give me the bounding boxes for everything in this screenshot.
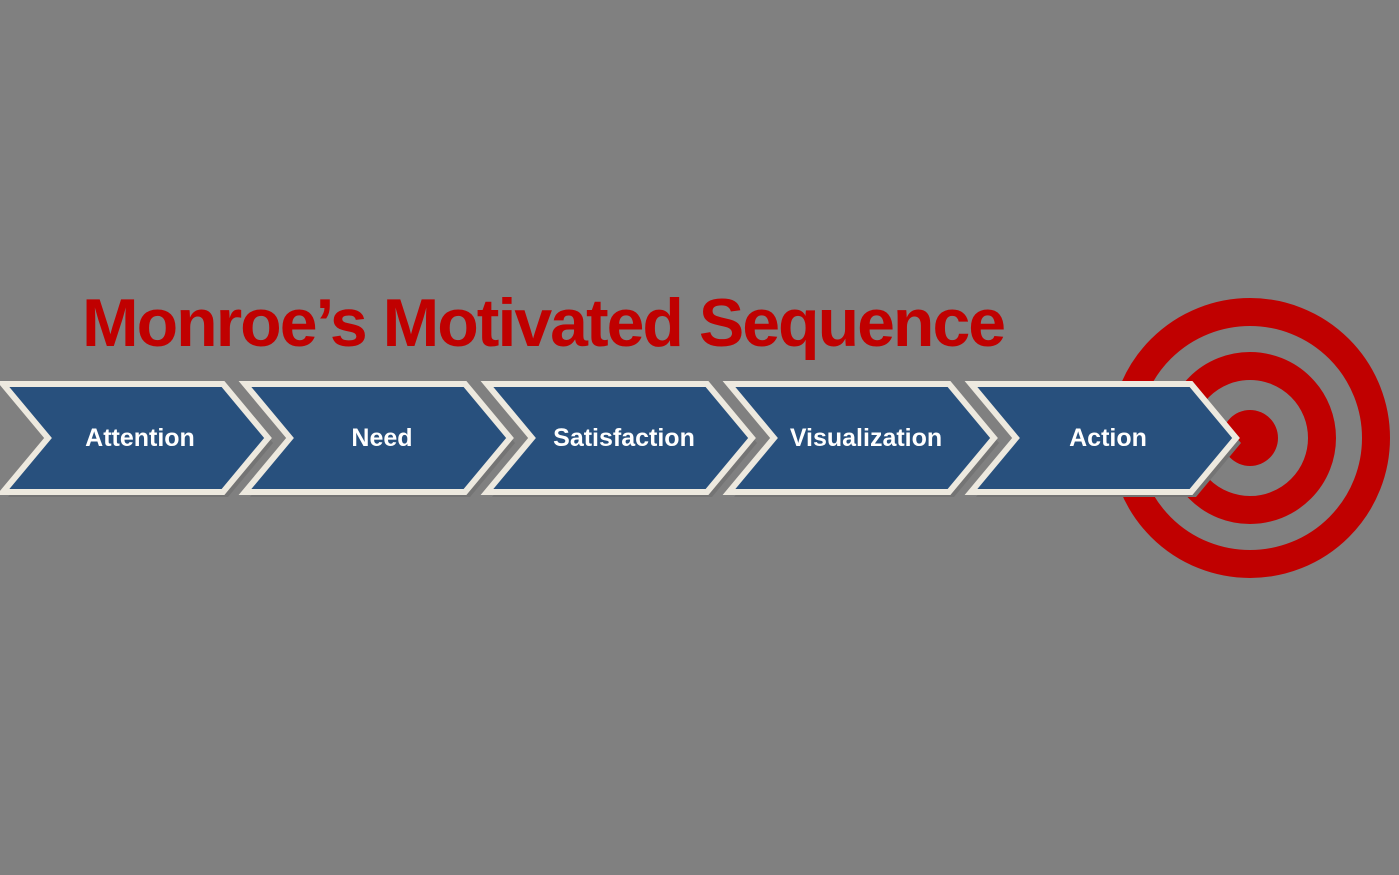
bullseye-center-dot: [1222, 410, 1278, 466]
step-chevron-visualization: [722, 381, 998, 495]
step-chevron-action: [964, 381, 1240, 495]
step-chevron-satisfaction: [480, 381, 756, 495]
slide-title: Monroe’s Motivated Sequence: [82, 285, 1006, 361]
step-chevron-need: [238, 381, 514, 495]
chevron-arrows: [0, 381, 1240, 495]
step-chevron-attention: [0, 381, 272, 495]
